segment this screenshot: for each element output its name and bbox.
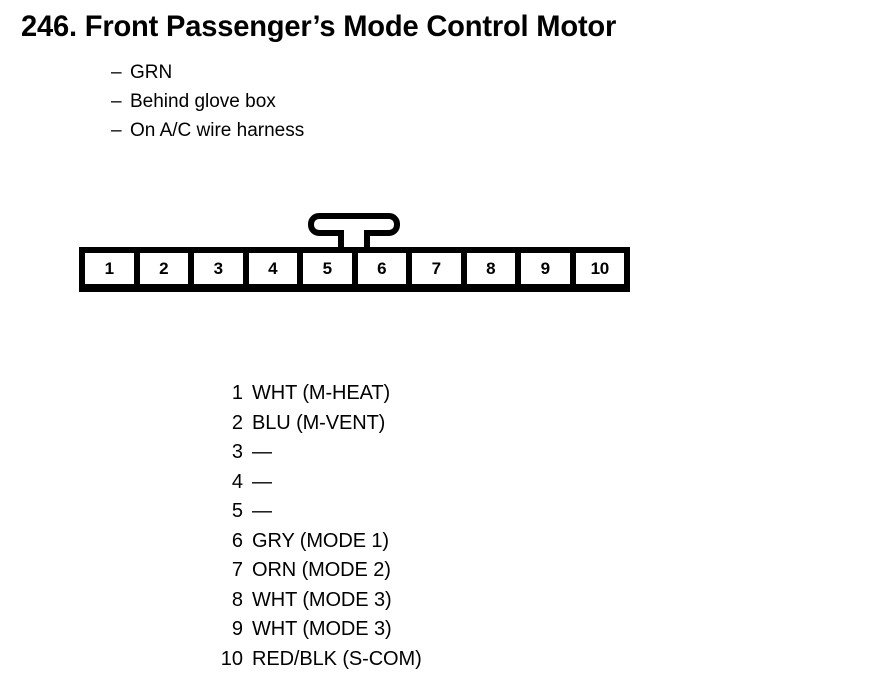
dash-icon: – [111,91,122,112]
legend-row: 4 — [160,468,580,498]
pin-legend-list: 1 WHT (M-HEAT) 2 BLU (M-VENT) 3 — 4 — 5 … [160,379,580,674]
legend-row: 6 GRY (MODE 1) [160,527,580,557]
pin-cell: 3 [194,253,243,284]
notes-list: – GRN – Behind glove box – On A/C wire h… [111,58,611,145]
pin-cell: 9 [521,253,570,284]
legend-pin-number: 1 [231,382,243,404]
note-text: GRN [130,62,173,83]
note-item: – GRN [111,58,611,87]
legend-row: 9 WHT (MODE 3) [160,615,580,645]
page-title: 246. Front Passenger’s Mode Control Moto… [21,10,617,43]
note-text: Behind glove box [130,91,276,112]
legend-row: 5 — [160,497,580,527]
legend-row: 7 ORN (MODE 2) [160,556,580,586]
legend-row: 3 — [160,438,580,468]
pin-cell: 6 [357,253,406,284]
legend-pin-label: RED/BLK (S-COM) [252,647,422,670]
legend-pin-number: 2 [231,411,243,434]
pin-cell: 5 [303,253,352,284]
latch-stem [338,230,370,250]
legend-row: 1 WHT (M-HEAT) [160,379,580,409]
legend-pin-label: WHT (M-HEAT) [252,382,391,404]
pin-cell: 1 [85,253,134,284]
legend-row: 10 RED/BLK (S-COM) [160,645,580,675]
pin-cell: 10 [575,253,624,284]
pin-cell: 2 [139,253,188,284]
legend-pin-label: BLU (M-VENT) [252,411,386,434]
connector-latch-icon [308,213,400,250]
legend-pin-number: 10 [220,647,243,670]
note-item: – On A/C wire harness [111,116,611,145]
legend-pin-number: 7 [231,559,243,581]
connector-body: 1 2 3 4 5 6 7 8 9 10 [79,247,630,292]
legend-pin-label: — [252,470,272,493]
pin-cell: 4 [248,253,297,284]
dash-icon: – [111,120,122,141]
pin-cell: 8 [466,253,515,284]
legend-row: 8 WHT (MODE 3) [160,586,580,616]
legend-pin-label: — [252,500,272,522]
legend-pin-label: WHT (MODE 3) [252,588,392,611]
legend-pin-number: 6 [231,529,243,552]
legend-pin-number: 4 [231,470,243,493]
dash-icon: – [111,62,122,83]
legend-pin-number: 9 [231,618,243,640]
legend-row: 2 BLU (M-VENT) [160,409,580,439]
legend-pin-label: — [252,441,272,463]
legend-pin-number: 5 [231,500,243,522]
legend-pin-label: WHT (MODE 3) [252,618,392,640]
note-text: On A/C wire harness [130,120,305,141]
connector-diagram: 1 2 3 4 5 6 7 8 9 10 [79,213,630,293]
pin-cell: 7 [412,253,461,284]
legend-pin-number: 8 [231,588,243,611]
legend-pin-label: ORN (MODE 2) [252,559,391,581]
legend-pin-number: 3 [231,441,243,463]
note-item: – Behind glove box [111,87,611,116]
legend-pin-label: GRY (MODE 1) [252,529,389,552]
